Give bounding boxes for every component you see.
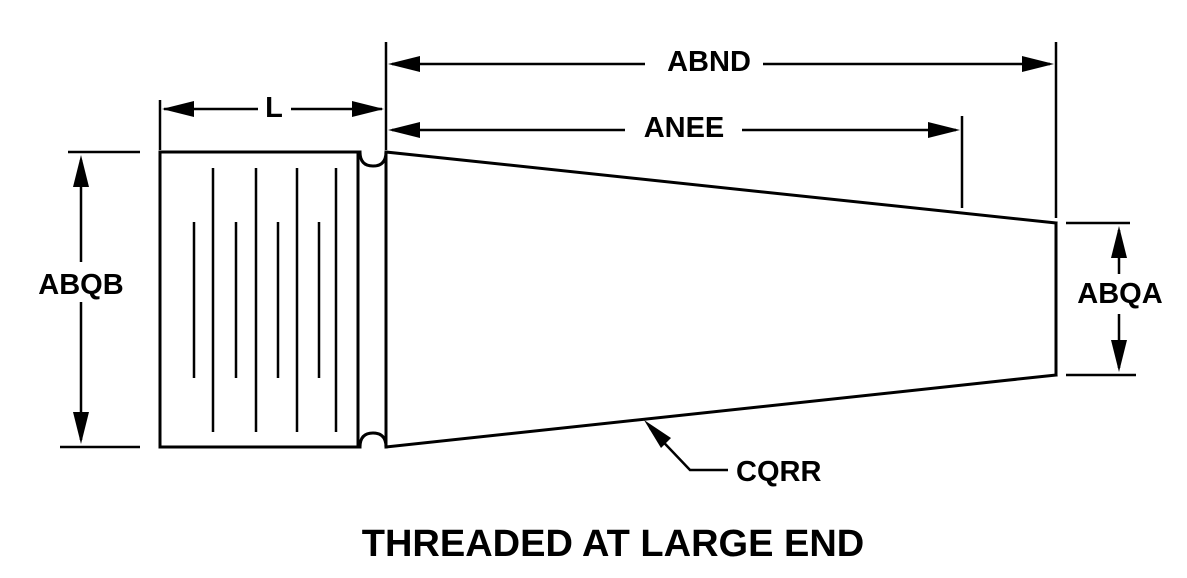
dimension-abnd: ABND <box>384 42 1058 218</box>
label-abqb: ABQB <box>38 269 123 301</box>
arrowhead-up-icon <box>1111 226 1127 258</box>
arrowhead-left-icon <box>388 56 420 72</box>
arrowhead-up-icon <box>73 155 89 187</box>
arrowhead-down-icon <box>1111 340 1127 372</box>
label-abqa: ABQA <box>1077 278 1162 310</box>
dimension-abqa: ABQA <box>1066 221 1172 377</box>
thread-lines <box>192 168 338 432</box>
arrowhead-right-icon <box>1022 56 1054 72</box>
arrowhead-right-icon <box>928 122 960 138</box>
label-l: L <box>265 92 283 124</box>
label-abnd: ABND <box>667 46 751 78</box>
label-cqrr: CQRR <box>736 456 821 488</box>
label-anee: ANEE <box>644 112 725 144</box>
neck-groove <box>358 150 388 449</box>
diagram-caption: THREADED AT LARGE END <box>362 523 864 565</box>
dimension-l: L <box>158 92 384 150</box>
dimension-abqb: ABQB <box>28 150 140 449</box>
leader-cqrr: CQRR <box>644 420 821 488</box>
arrowhead-down-icon <box>73 412 89 444</box>
arrowhead-left-icon <box>162 101 194 117</box>
dimension-anee: ANEE <box>388 112 964 208</box>
arrowhead-right-icon <box>352 101 384 117</box>
threaded-section <box>158 150 362 449</box>
arrowhead-leader-icon <box>644 420 671 448</box>
tapered-section <box>384 150 1058 449</box>
arrowhead-left-icon <box>388 122 420 138</box>
